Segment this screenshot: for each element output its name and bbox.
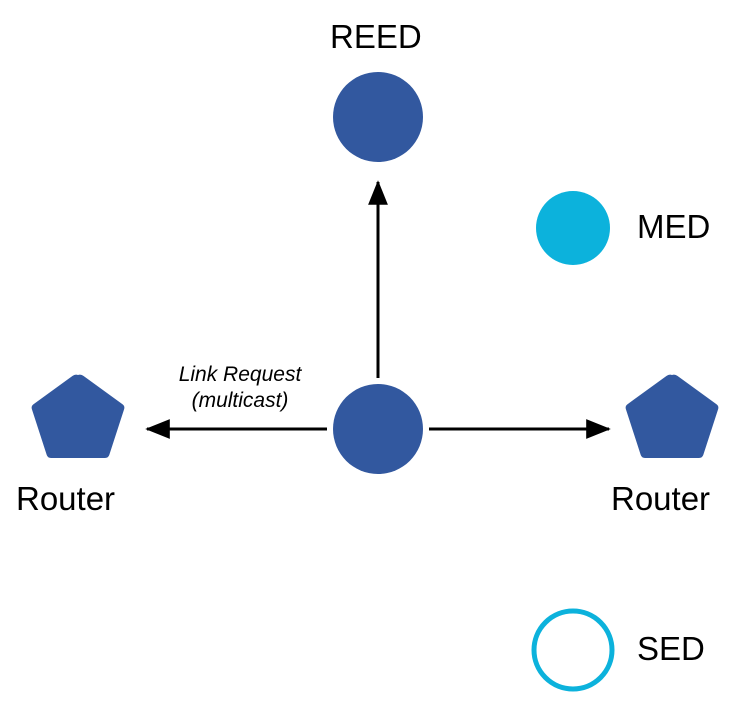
node-sed[interactable] [531, 608, 615, 692]
edge-label-line-1: Link Request [178, 363, 302, 386]
node-leader[interactable] [333, 384, 423, 474]
node-label-sed: SED [637, 630, 705, 667]
node-label-router-right: Router [611, 480, 711, 517]
node-router-left[interactable] [31, 374, 125, 458]
edge-label-line-2: (multicast) [191, 388, 289, 412]
edge-label-link-request: Link Request (multicast) [160, 362, 320, 413]
node-router-right[interactable] [625, 374, 719, 458]
node-label-router-left: Router [16, 480, 116, 517]
node-med[interactable] [536, 191, 610, 265]
node-label-med: MED [637, 208, 711, 245]
node-label-reed: REED [330, 18, 422, 55]
node-reed[interactable] [333, 72, 423, 162]
